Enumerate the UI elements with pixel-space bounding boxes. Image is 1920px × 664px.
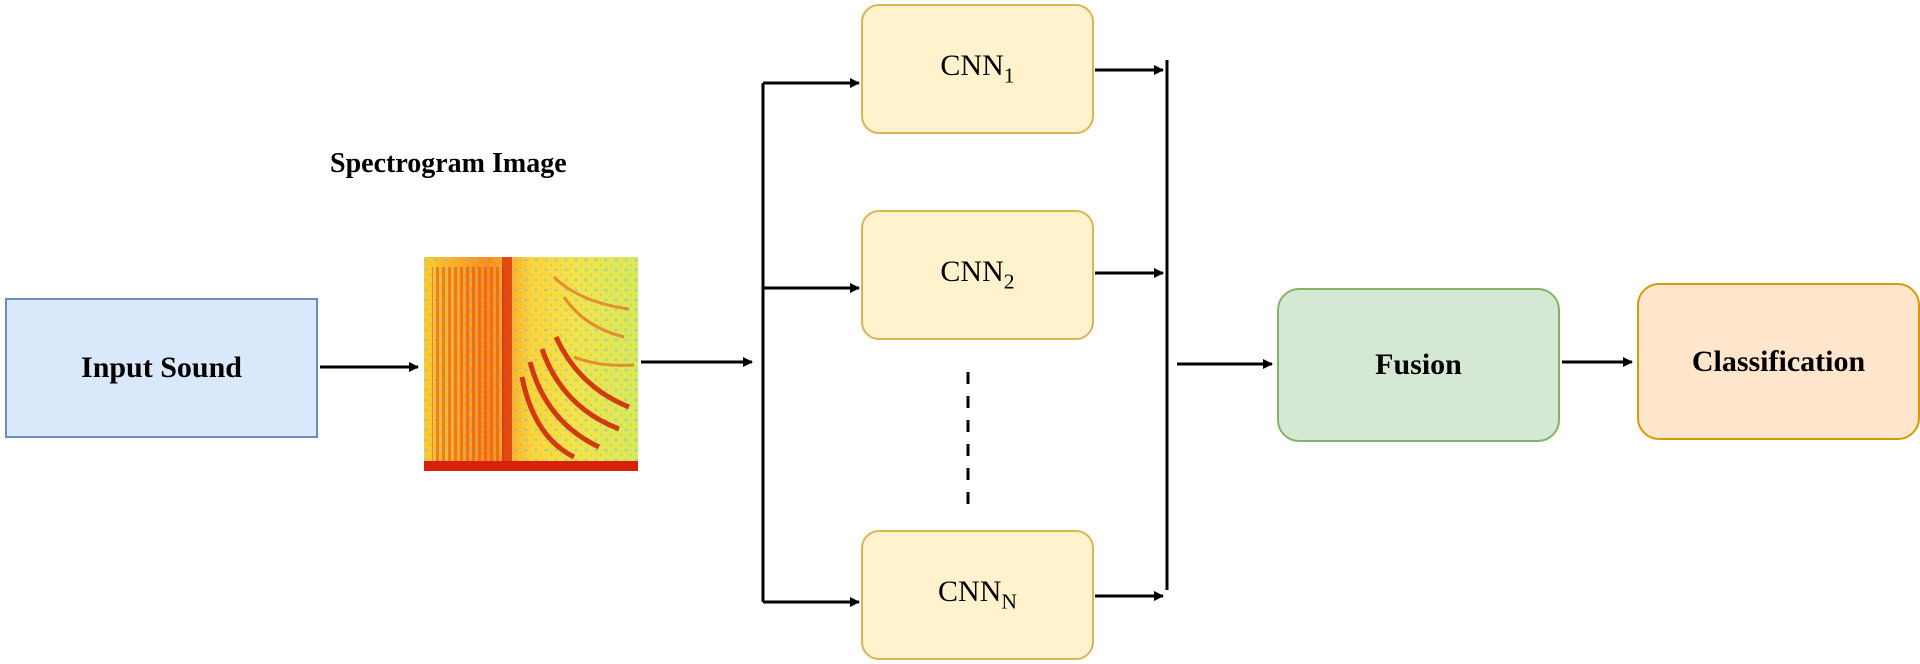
cnn-2-label: CNN2	[940, 255, 1015, 294]
fusion-label: Fusion	[1375, 348, 1462, 381]
fusion-node: Fusion	[1277, 288, 1560, 442]
cnn-n-node: CNNN	[861, 530, 1094, 660]
classification-node: Classification	[1637, 283, 1920, 440]
cnn-1-node: CNN1	[861, 4, 1094, 134]
spectrogram-label: Spectrogram Image	[330, 148, 567, 179]
spectrogram-image	[424, 257, 638, 471]
input-sound-node: Input Sound	[5, 298, 318, 438]
cnn-1-label: CNN1	[940, 49, 1015, 88]
cnn-n-label: CNNN	[938, 575, 1017, 614]
input-sound-label: Input Sound	[81, 351, 242, 384]
classification-label: Classification	[1691, 344, 1866, 378]
cnn-2-node: CNN2	[861, 210, 1094, 340]
